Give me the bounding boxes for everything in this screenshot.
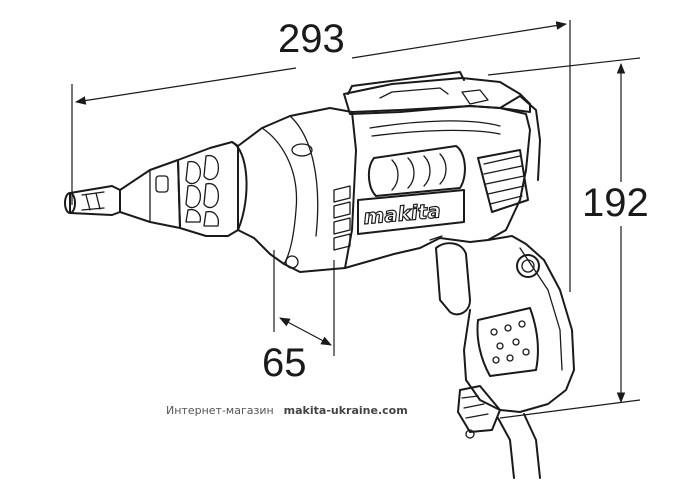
watermark: Интернет-магазин makita-ukraine.com [166,404,408,417]
handle-grip [463,235,575,413]
brand-logo-text: makita [362,198,441,229]
length-value: 293 [278,17,345,61]
height-dimension: 192 [487,57,649,419]
depth-dimension: 65 [262,250,335,385]
lock-button [516,254,540,278]
locator-cone [119,159,181,229]
watermark-site: makita-ukraine.com [283,404,408,417]
length-dimension-line-left [74,67,297,105]
motor-housing [237,107,357,273]
depth-value: 65 [262,341,307,385]
vent-grille [368,145,466,197]
bit-tip [64,185,121,216]
power-cord [457,385,541,479]
screwdriver-outline: makita [64,71,575,479]
rear-cap [477,95,541,213]
watermark-label: Интернет-магазин [166,404,274,417]
depth-dimension-line [279,317,332,346]
logo-plate [357,189,465,235]
trigger [429,235,471,316]
adjustment-collar [177,141,248,237]
height-extension-line-top [487,57,641,76]
main-body: makita [344,105,531,269]
grip-pad [476,307,539,377]
height-value: 192 [582,181,649,225]
height-extension-line-bottom [499,399,641,419]
length-dimension-line-right [351,21,568,59]
belt-hook [343,71,531,115]
